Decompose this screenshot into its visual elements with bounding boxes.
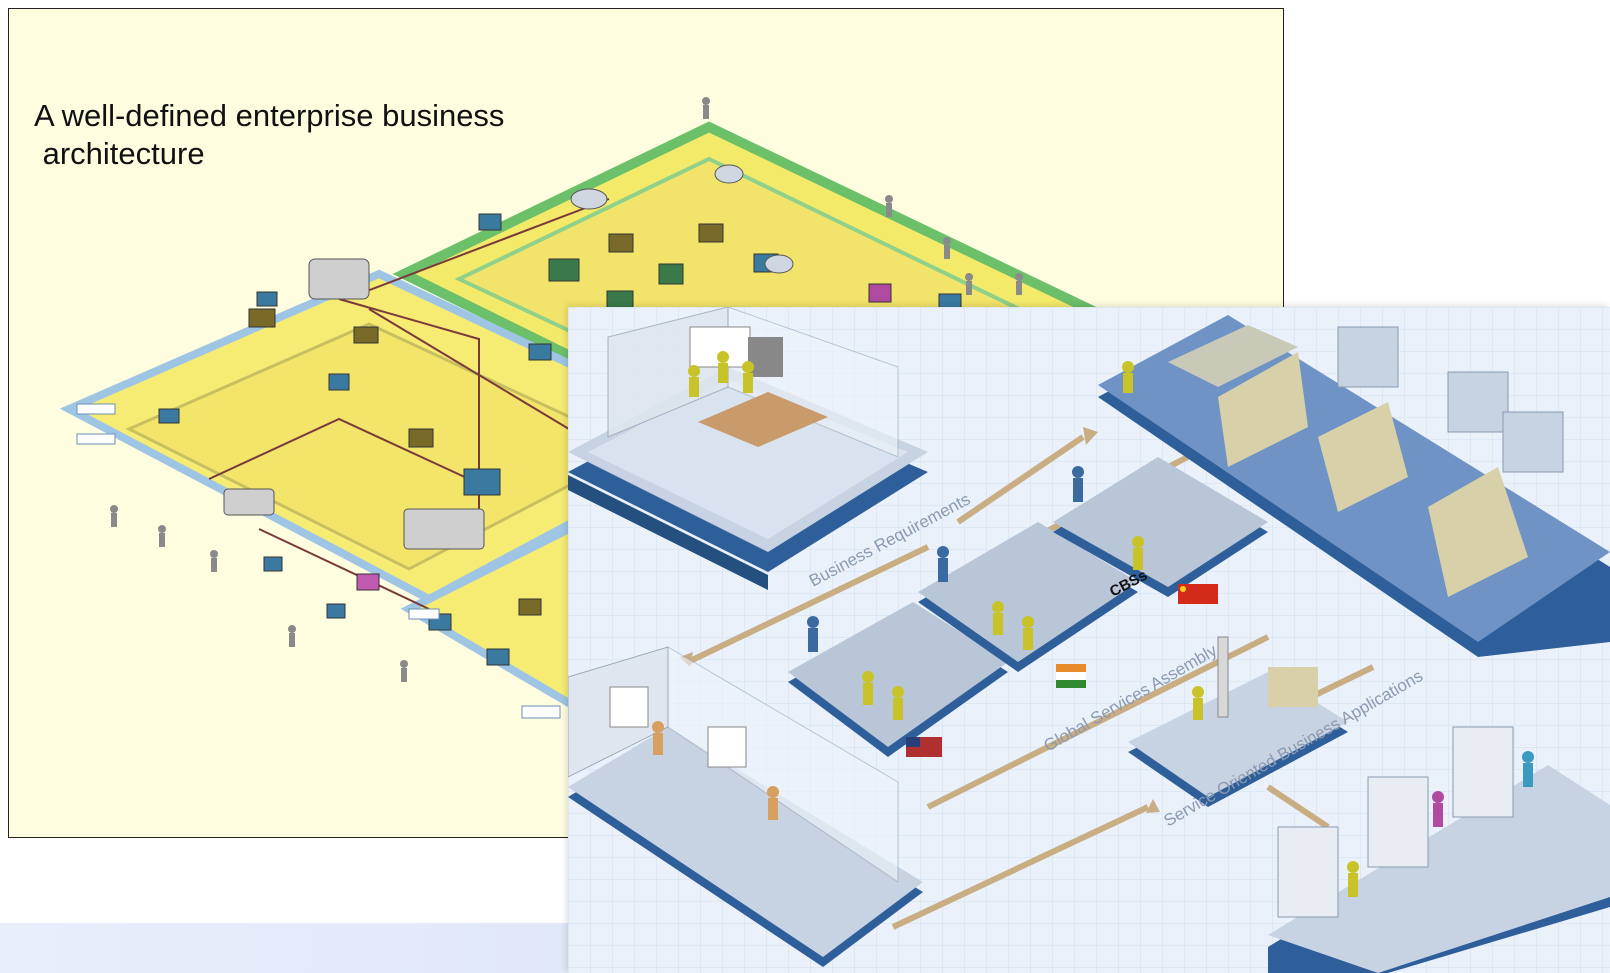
device-icons	[158, 164, 962, 666]
person-icons	[110, 97, 1023, 682]
connector-lines	[208, 198, 610, 610]
assembly-line-china	[1053, 457, 1268, 604]
industry-model-room	[568, 307, 928, 590]
applications-platform	[1268, 726, 1610, 973]
business-services-catalog	[1098, 315, 1610, 657]
services-factory-panel: Business Requirements Global Services As…	[568, 307, 1610, 973]
certification-delivery-platform	[1128, 636, 1348, 807]
assembly-line-us	[788, 602, 1008, 757]
panel-title: A well-defined enterprise business archi…	[34, 98, 505, 171]
assembly-line-india	[918, 522, 1138, 688]
small-label-boxes	[76, 403, 561, 719]
governance-operations-room	[568, 646, 923, 967]
services-factory-diagram: Business Requirements Global Services As…	[568, 307, 1610, 973]
